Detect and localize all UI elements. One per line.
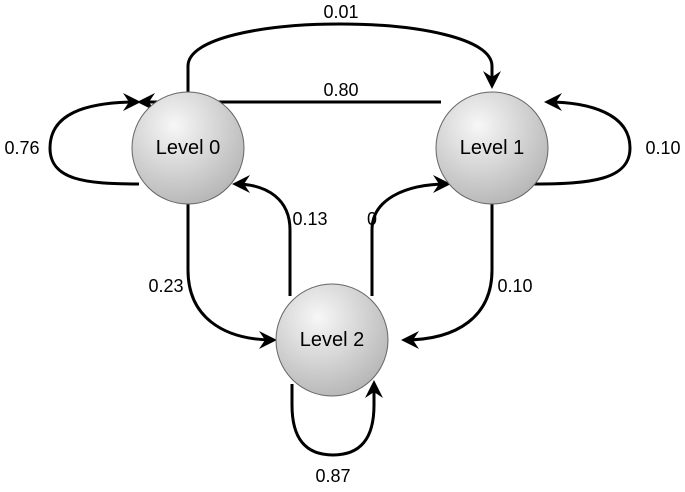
edge-label-level1-to-level0: 0.80 xyxy=(323,80,358,100)
edge-label-level0-to-level1: 0.01 xyxy=(323,2,358,22)
edge-level1-self-loop xyxy=(533,93,632,186)
node-level1: Level 1 xyxy=(435,91,549,205)
node-level0: Level 0 xyxy=(131,91,245,205)
edge-label-level2-self-loop: 0.87 xyxy=(315,466,350,486)
node-level0-label: Level 0 xyxy=(156,137,221,159)
edge-level2-self-loop xyxy=(290,380,383,457)
node-level0-circle xyxy=(131,91,245,205)
edge-label-level2-to-level0: 0.13 xyxy=(292,209,327,229)
edge-label-level0-to-level2: 0.23 xyxy=(148,276,183,296)
node-level2-label: Level 2 xyxy=(300,329,365,351)
edge-level2-to-level0 xyxy=(232,175,292,296)
edge-level0-to-level1 xyxy=(186,22,501,92)
edge-level2-to-level1 xyxy=(370,175,451,296)
node-level1-circle xyxy=(435,91,549,205)
edge-level0-self-loop xyxy=(48,93,141,186)
edge-label-level0-self-loop: 0.76 xyxy=(4,138,39,158)
node-level2: Level 2 xyxy=(275,283,389,397)
node-level2-circle xyxy=(275,283,389,397)
edge-level1-to-level2 xyxy=(401,204,494,349)
edge-label-level2-to-level1: 0 xyxy=(367,209,377,229)
edge-level0-to-level2 xyxy=(186,204,277,349)
edge-label-level1-to-level2: 0.10 xyxy=(497,276,532,296)
node-level1-label: Level 1 xyxy=(460,137,525,159)
edge-label-level1-self-loop: 0.10 xyxy=(645,138,680,158)
